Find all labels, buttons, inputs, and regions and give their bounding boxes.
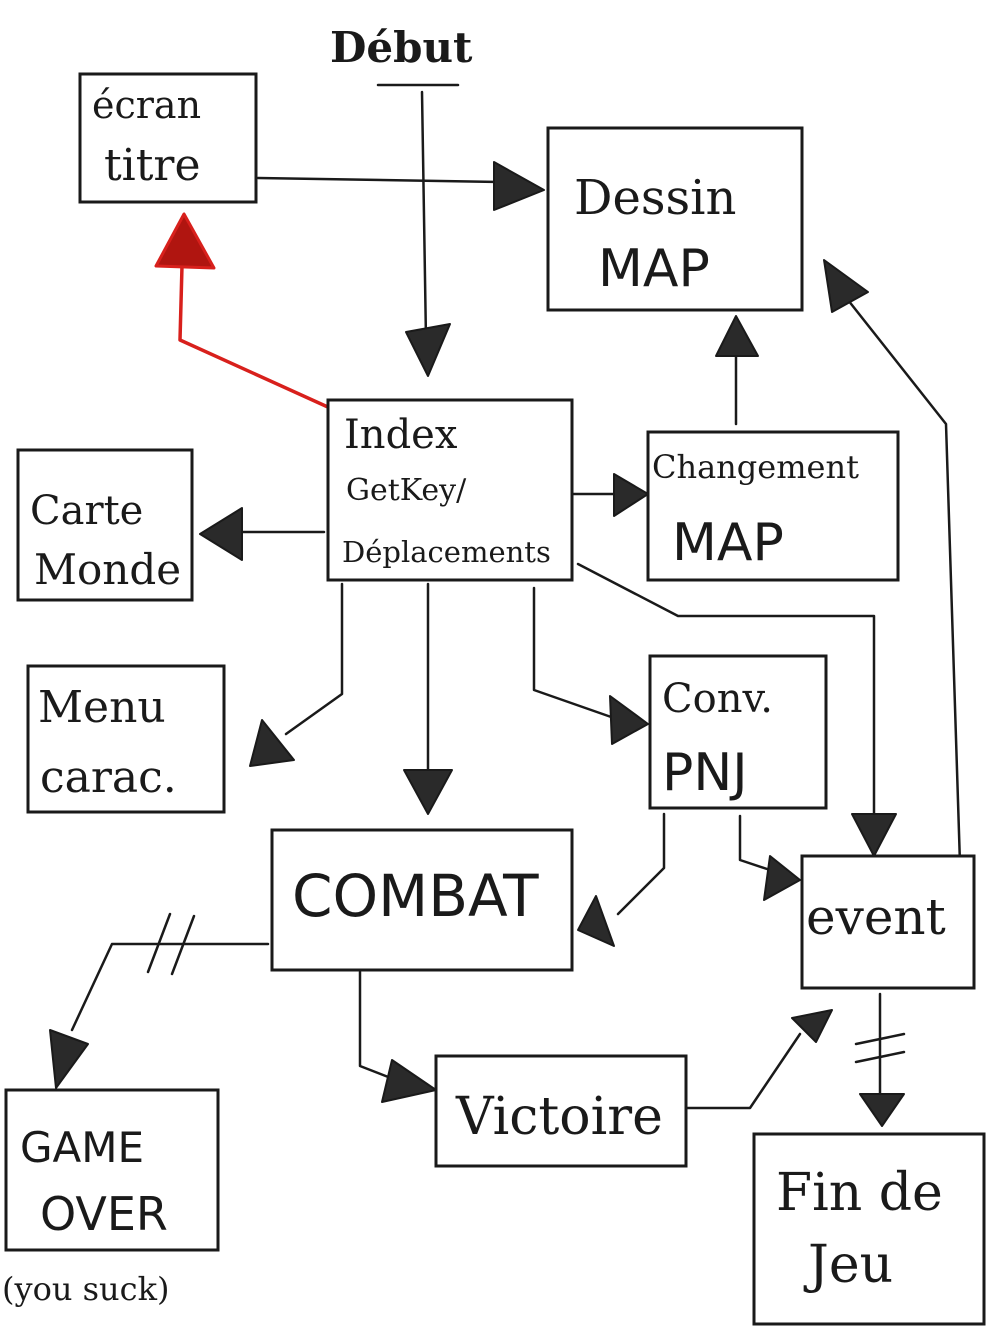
edge-index-to-ecran-titre	[154, 212, 332, 410]
edge-index-to-combat	[403, 582, 453, 815]
edge-conv-pnj-to-combat	[577, 812, 666, 947]
start-label: Début	[330, 23, 473, 72]
node-carte-monde: Carte Monde	[16, 448, 194, 602]
node-game-over: GAME OVER	[4, 1088, 220, 1252]
edge-index-to-carte-monde	[199, 507, 326, 561]
node-carte-monde-line1: Carte	[30, 488, 143, 534]
node-game-over-line2: OVER	[40, 1187, 168, 1241]
edge-changement-map-to-dessin-map	[715, 315, 759, 426]
node-event-line1: event	[806, 888, 946, 946]
node-menu-carac-line2: carac.	[40, 752, 177, 803]
node-conv-pnj: Conv. PNJ	[648, 654, 828, 810]
edge-start-to-index	[405, 90, 451, 377]
node-combat-line1: COMBAT	[292, 862, 539, 930]
edges	[49, 83, 962, 1127]
node-index-line3: Déplacements	[342, 535, 551, 569]
edge-combat-to-game-over	[49, 912, 270, 1089]
node-conv-pnj-line2: PNJ	[662, 743, 748, 803]
node-fin-de-jeu-line1: Fin de	[776, 1163, 943, 1223]
node-victoire-line1: Victoire	[455, 1087, 663, 1147]
node-ecran-titre-line2: titre	[104, 140, 201, 191]
node-carte-monde-line2: Monde	[34, 545, 181, 594]
edge-index-to-event	[576, 562, 897, 857]
node-changement-map-line2: MAP	[672, 513, 784, 573]
node-ecran-titre: écran titre	[78, 72, 258, 204]
edge-index-to-menu-carac	[249, 582, 344, 767]
node-game-over-line1: GAME	[20, 1123, 144, 1172]
edge-event-to-dessin-map	[823, 259, 962, 866]
node-index-line2: GetKey/	[346, 473, 467, 508]
node-changement-map: Changement MAP	[646, 430, 900, 582]
node-dessin-map: Dessin MAP	[546, 126, 804, 312]
node-ecran-titre-line1: écran	[92, 83, 201, 127]
node-changement-map-line1: Changement	[652, 448, 859, 486]
game-over-note: (you suck)	[2, 1270, 169, 1308]
edge-event-to-fin-de-jeu	[854, 992, 906, 1127]
node-index-line1: Index	[344, 412, 458, 458]
node-combat: COMBAT	[270, 828, 574, 972]
node-victoire: Victoire	[434, 1054, 688, 1168]
node-event: event	[800, 854, 976, 990]
edge-index-to-conv-pnj	[532, 586, 649, 745]
edge-index-to-changement-map	[570, 473, 649, 517]
node-fin-de-jeu-line2: Jeu	[803, 1235, 893, 1295]
node-menu-carac: Menu carac.	[26, 664, 226, 814]
node-fin-de-jeu: Fin de Jeu	[752, 1132, 986, 1326]
edge-ecran-titre-to-dessin-map	[256, 161, 545, 211]
node-menu-carac-line1: Menu	[38, 682, 166, 733]
edge-conv-pnj-to-event	[738, 814, 801, 901]
edge-victoire-to-event	[684, 1009, 833, 1110]
node-dessin-map-line2: MAP	[598, 239, 710, 299]
node-index: Index GetKey/ Déplacements	[326, 398, 574, 582]
node-conv-pnj-line1: Conv.	[662, 676, 773, 722]
node-dessin-map-line1: Dessin	[574, 170, 736, 226]
edge-combat-to-victoire	[358, 970, 437, 1103]
